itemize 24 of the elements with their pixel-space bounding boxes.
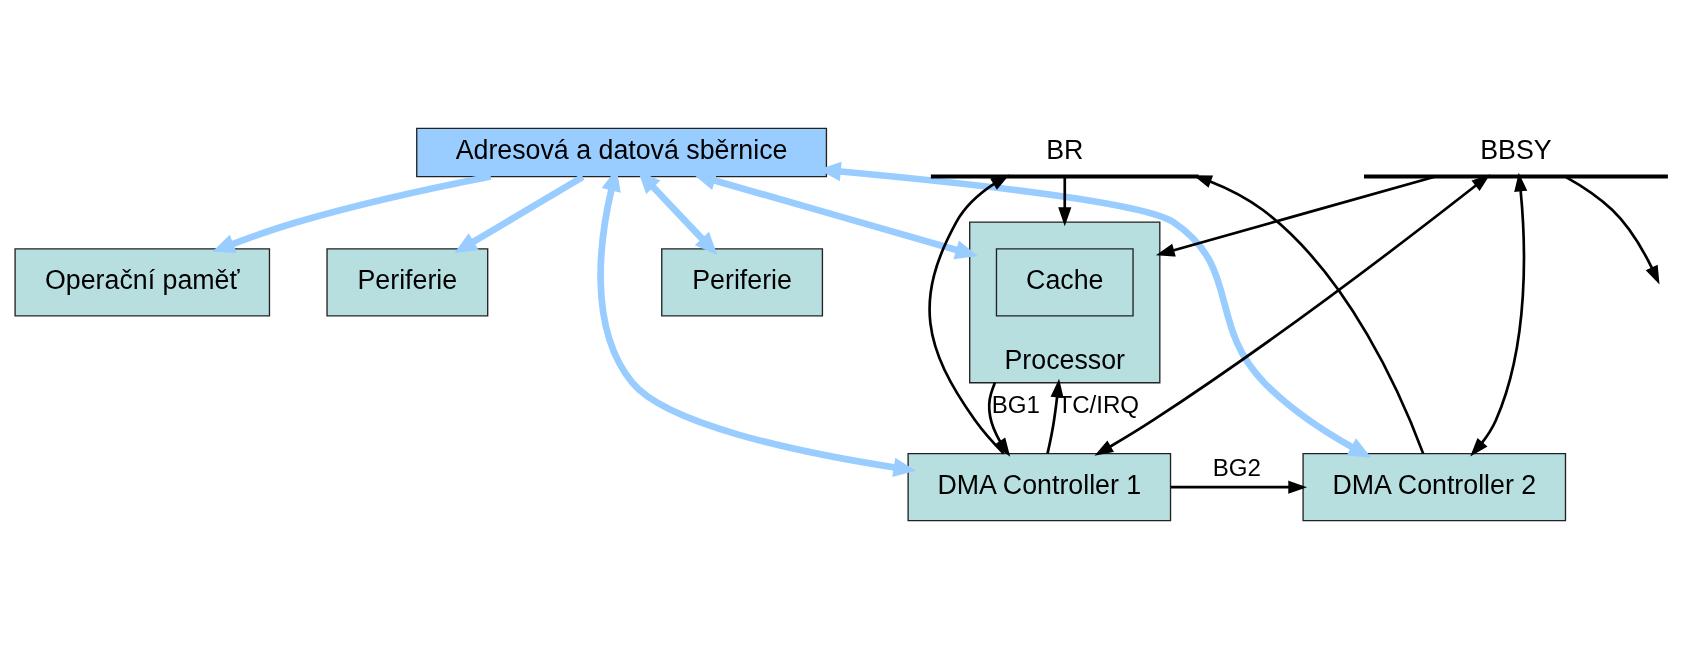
node-box: DMA Controller 2 [1302,453,1567,522]
edge-label: BG1 [991,390,1040,418]
edge-label: BG2 [1212,453,1261,481]
arrow [1170,480,1308,494]
arrow [1058,177,1072,227]
node-box: Cache [995,248,1134,317]
arrow [1564,175,1660,285]
edge-label: TC/IRQ [1057,390,1140,418]
node-text: BBSY [1480,135,1552,166]
arrow [212,173,492,253]
arrow [1094,174,1491,456]
arrow [928,174,1010,455]
node-box: DMA Controller 1 [907,453,1172,522]
arrow [454,173,585,254]
node-box: Operační paměť [14,248,271,317]
arrow [1193,175,1425,455]
arrow [987,382,1011,457]
node-box: Adresová a datová sběrnice [416,127,828,178]
node-box: Periferie [326,248,489,317]
arrow [1155,175,1436,257]
arrow [1470,172,1528,457]
node-box: Periferie [661,248,824,317]
node-text: BR [1046,135,1084,166]
arrow [1046,378,1064,454]
